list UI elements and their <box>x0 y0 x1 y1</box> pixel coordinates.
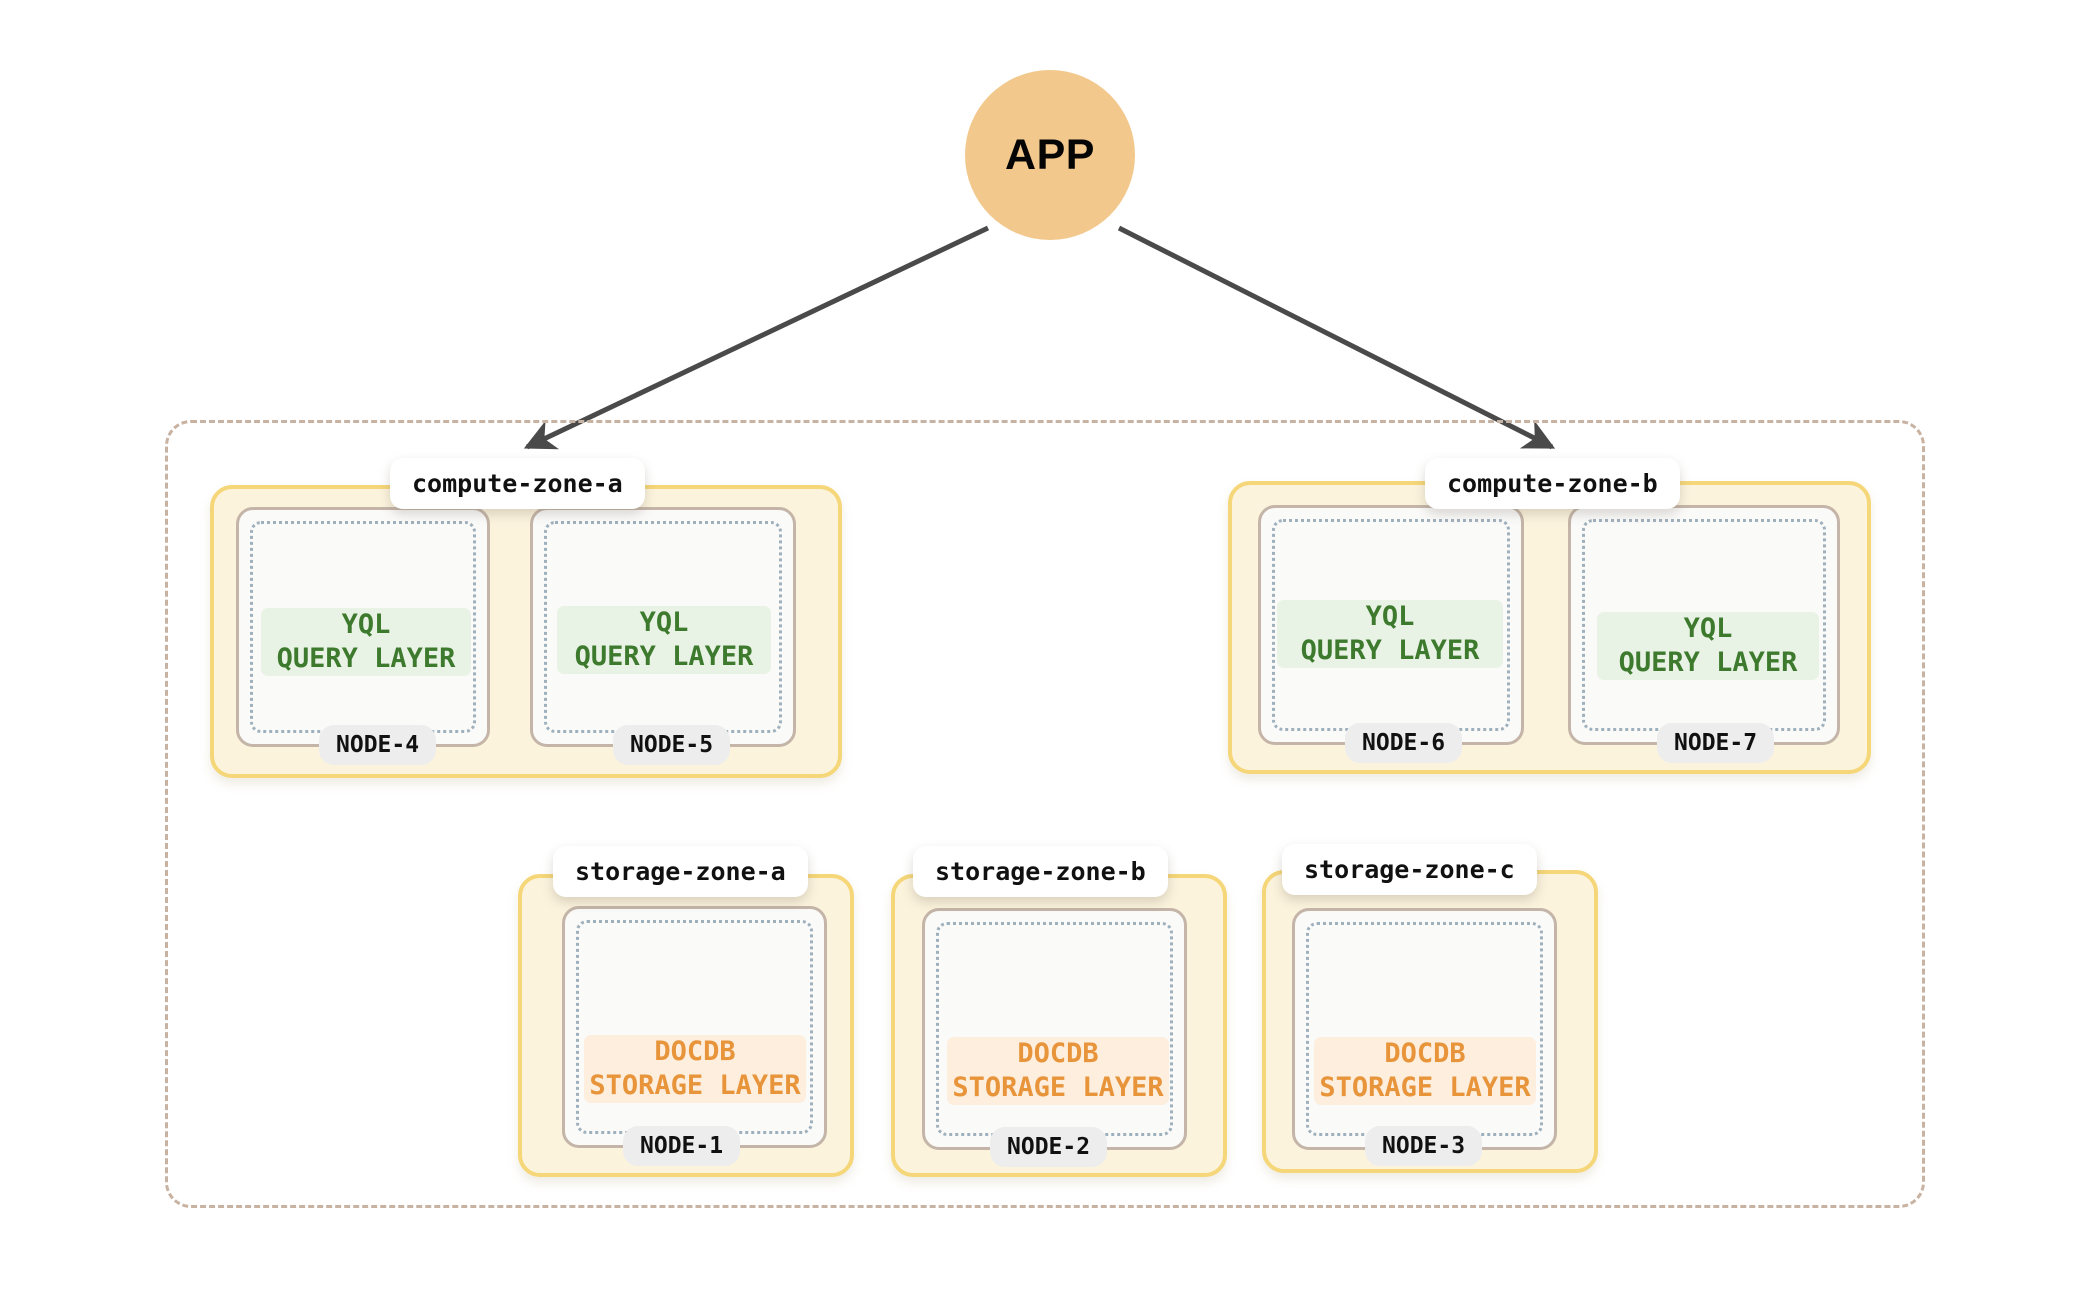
cluster-boundary <box>165 420 1925 1208</box>
app-node[interactable]: APP <box>965 70 1135 240</box>
layer-line1-node-1: DOCDB <box>654 1035 736 1067</box>
layer-band-yql-node-6: YQL QUERY LAYER <box>1277 600 1503 668</box>
layer-band-docdb-node-1: DOCDB STORAGE LAYER <box>584 1035 806 1103</box>
arrow-app-to-compute-zone-b <box>1117 225 1556 450</box>
layer-band-yql-node-4: YQL QUERY LAYER <box>261 608 471 676</box>
node-box-node-4[interactable]: YQL QUERY LAYER <box>236 507 490 747</box>
layer-line1-node-5: YQL <box>639 606 689 638</box>
app-node-label: APP <box>1005 130 1095 179</box>
arrow-app-to-compute-zone-a <box>523 225 990 450</box>
zone-label-storage-zone-a: storage-zone-a <box>553 846 808 897</box>
layer-band-docdb-node-2: DOCDB STORAGE LAYER <box>947 1037 1169 1105</box>
node-tag-node-4: NODE-4 <box>319 725 437 765</box>
layer-line1-node-4: YQL <box>341 608 391 640</box>
layer-line2-node-5: QUERY LAYER <box>574 641 754 672</box>
layer-line2-node-2: STORAGE LAYER <box>952 1072 1164 1103</box>
node-tag-node-6: NODE-6 <box>1345 723 1463 763</box>
layer-line1-node-2: DOCDB <box>1017 1037 1099 1069</box>
zone-label-compute-zone-a: compute-zone-a <box>390 458 645 509</box>
zone-label-compute-zone-b: compute-zone-b <box>1425 458 1680 509</box>
layer-line2-node-1: STORAGE LAYER <box>589 1070 801 1101</box>
layer-band-docdb-node-3: DOCDB STORAGE LAYER <box>1314 1037 1536 1105</box>
layer-line1-node-6: YQL <box>1365 600 1415 632</box>
layer-band-yql-node-5: YQL QUERY LAYER <box>557 606 771 674</box>
node-tag-node-2: NODE-2 <box>990 1127 1108 1167</box>
node-tag-node-7: NODE-7 <box>1657 723 1775 763</box>
layer-line2-node-3: STORAGE LAYER <box>1319 1072 1531 1103</box>
node-tag-node-1: NODE-1 <box>623 1126 741 1166</box>
node-box-node-2[interactable]: DOCDB STORAGE LAYER <box>922 908 1187 1150</box>
node-box-node-7[interactable]: YQL QUERY LAYER <box>1568 505 1840 745</box>
node-box-node-5[interactable]: YQL QUERY LAYER <box>530 507 796 747</box>
layer-line2-node-7: QUERY LAYER <box>1618 647 1798 678</box>
layer-line2-node-4: QUERY LAYER <box>276 643 456 674</box>
zone-label-storage-zone-b: storage-zone-b <box>913 846 1168 897</box>
node-box-node-3[interactable]: DOCDB STORAGE LAYER <box>1292 908 1557 1150</box>
node-box-node-1[interactable]: DOCDB STORAGE LAYER <box>562 906 827 1148</box>
layer-line1-node-3: DOCDB <box>1384 1037 1466 1069</box>
layer-line1-node-7: YQL <box>1683 612 1733 644</box>
layer-band-yql-node-7: YQL QUERY LAYER <box>1597 612 1819 680</box>
layer-line2-node-6: QUERY LAYER <box>1300 635 1480 666</box>
zone-label-storage-zone-c: storage-zone-c <box>1282 844 1537 895</box>
node-tag-node-5: NODE-5 <box>613 725 731 765</box>
node-tag-node-3: NODE-3 <box>1365 1126 1483 1166</box>
node-box-node-6[interactable]: YQL QUERY LAYER <box>1258 505 1524 745</box>
